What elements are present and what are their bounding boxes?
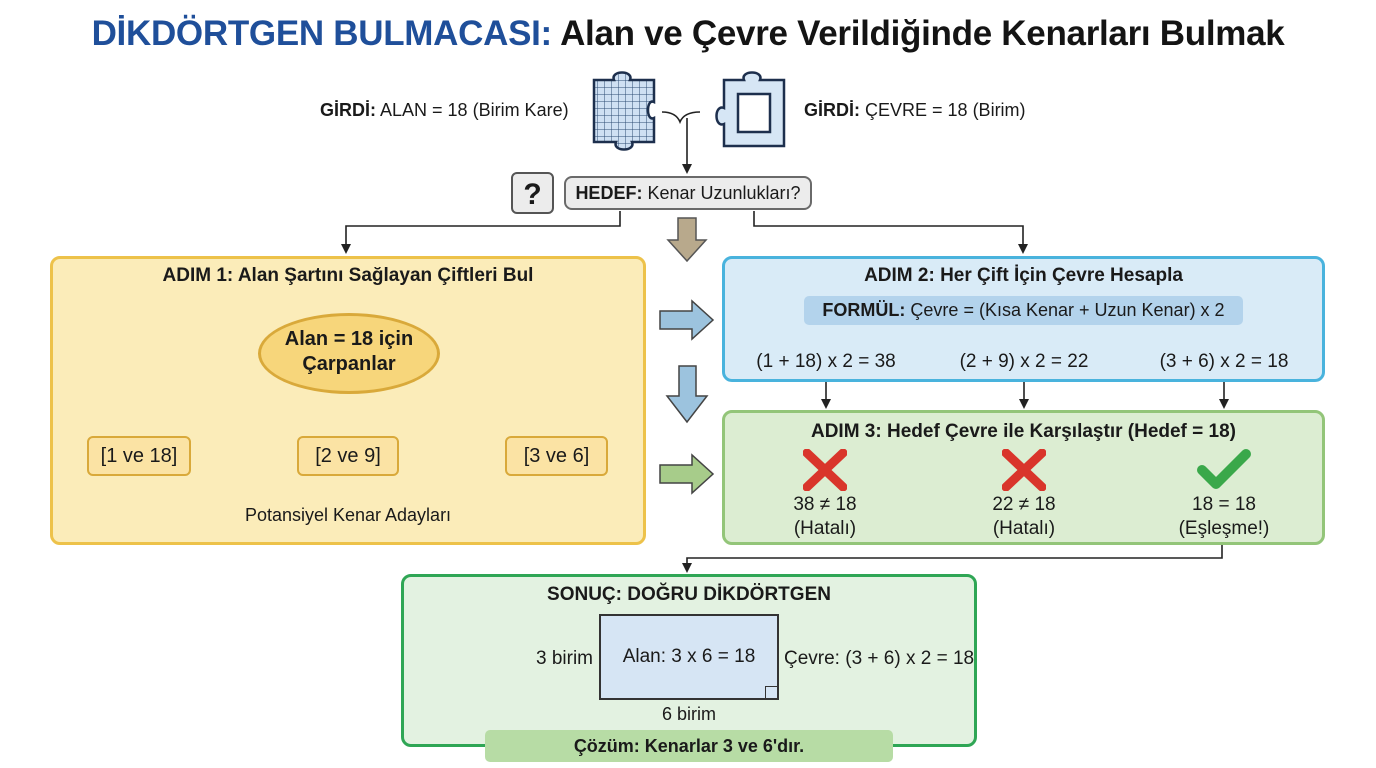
input-area-text: ALAN = 18 (Birim Kare) [380,100,569,120]
goal-text: Kenar Uzunlukları? [647,183,801,203]
compare-result-2: 22 ≠ 18 (Hatalı) [944,493,1104,541]
input-merge-line [661,111,701,125]
goal-to-step2-arrow [753,211,1028,254]
title-part1: DİKDÖRTGEN BULMACASI: [91,14,553,53]
pair-box-2: [2 ve 9] [297,436,399,476]
pair-box-1: [1 ve 18] [87,436,191,476]
goal-box: HEDEF: Kenar Uzunlukları? [564,176,812,210]
compare-3-status: (Eşleşme!) [1178,518,1270,539]
compare-result-1: 38 ≠ 18 (Hatalı) [745,493,905,541]
goal-label: HEDEF: [575,183,643,203]
compare-2-text: 22 ≠ 18 [992,494,1056,515]
solution-banner: Çözüm: Kenarlar 3 ve 6'dır. [485,730,893,762]
title-part2: Alan ve Çevre Verildiğinde Kenarları Bul… [560,14,1285,53]
step1-title: ADIM 1: Alan Şartını Sağlayan Çiftleri B… [162,265,534,286]
step1-panel [50,256,646,545]
puzzle-piece-outline-icon [715,71,786,148]
question-mark-icon: ? [511,172,554,214]
input-perimeter-text: ÇEVRE = 18 (Birim) [865,100,1026,120]
compare-1-status: (Hatalı) [793,518,857,539]
perimeter-label: Çevre: (3 + 6) x 2 = 18 [784,648,975,669]
solution-rectangle: Alan: 3 x 6 = 18 [599,614,779,700]
step3-title: ADIM 3: Hedef Çevre ile Karşılaştır (Hed… [810,421,1236,442]
rectangle-area-text: Alan: 3 x 6 = 18 [622,646,756,667]
ellipse-line2: Çarpanlar [302,353,396,375]
calc-1: (1 + 18) x 2 = 38 [756,351,896,372]
input-perimeter-label: GİRDİ: [804,100,860,120]
cross-icon [803,449,847,491]
cross-icon [1002,449,1046,491]
right-angle-marker [765,686,777,698]
flow-down-arrow-gray [666,217,708,263]
calc-3: (3 + 6) x 2 = 18 [1159,351,1289,372]
goal-to-step1-arrow [341,211,621,254]
long-side-label: 6 birim [661,704,716,724]
compare-result-3: 18 = 18 (Eşleşme!) [1144,493,1304,541]
compare-1-text: 38 ≠ 18 [793,494,857,515]
pair-box-3: [3 ve 6] [505,436,608,476]
formula-box: FORMÜL: Çevre = (Kısa Kenar + Uzun Kenar… [804,296,1243,325]
formula-text: Çevre = (Kısa Kenar + Uzun Kenar) x 2 [910,300,1225,320]
ellipse-line1: Alan = 18 için [284,328,414,350]
calc-2: (2 + 9) x 2 = 22 [959,351,1089,372]
input-area-label: GİRDİ: [320,100,376,120]
formula-label: FORMÜL: [822,300,906,320]
factors-ellipse: Alan = 18 için Çarpanlar [258,313,440,394]
puzzle-piece-grid-icon [592,71,656,151]
step2-title: ADIM 2: Her Çift İçin Çevre Hesapla [864,265,1183,286]
flow-right-arrow-green [659,453,715,495]
step1-caption: Potansiyel Kenar Adayları [244,505,452,525]
compare-3-text: 18 = 18 [1192,494,1256,515]
input-area: GİRDİ: ALAN = 18 (Birim Kare) [320,100,569,121]
result-title: SONUÇ: DOĞRU DİKDÖRTGEN [547,584,831,605]
short-side-label: 3 birim [536,648,594,669]
flow-right-arrow-blue [659,299,715,341]
step3-to-result-arrow [682,545,1223,573]
input-perimeter: GİRDİ: ÇEVRE = 18 (Birim) [804,100,1026,121]
check-icon [1197,449,1251,489]
flow-down-arrow-blue [665,365,709,424]
compare-2-status: (Hatalı) [992,518,1056,539]
page-title: DİKDÖRTGEN BULMACASI: Alan ve Çevre Veri… [0,14,1376,54]
